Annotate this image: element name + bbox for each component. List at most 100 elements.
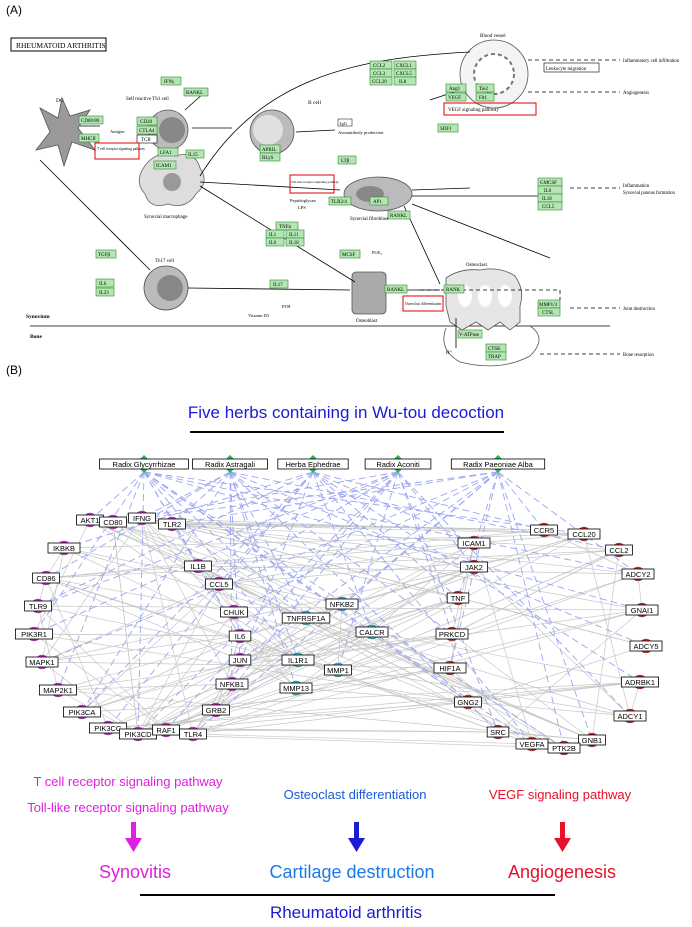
target-node: MMP13 (279, 680, 313, 696)
interaction-edge (467, 701, 631, 717)
target-node: GNB1 (578, 732, 606, 748)
herb-target-edge (41, 471, 499, 663)
herb-target-edge (112, 471, 399, 523)
target-label: TNFRSF1A (287, 614, 326, 623)
interaction-edge (297, 633, 453, 661)
interaction-edge (171, 523, 639, 575)
target-label-box (220, 606, 248, 618)
tcell-pathway-box (94, 142, 140, 160)
target-label-box (567, 528, 601, 540)
target-node: IKBKB (47, 540, 81, 556)
gene-april: APRIL (262, 148, 276, 153)
target-node: GRB2 (202, 702, 230, 718)
herb-target-edge (143, 471, 639, 575)
target-node: ADCY1 (613, 708, 647, 724)
osteoblast-cell (351, 271, 387, 315)
target-label: TLR2 (163, 520, 181, 529)
leuko-box (543, 62, 600, 73)
herb-target-edge (229, 471, 297, 689)
herb-target-edge (312, 471, 459, 599)
gene-ccl2: CCL2 (373, 64, 386, 69)
gene-boxes: CD80/86 MHCII CD28 CTLA4 TCR IFNγ RANKL … (78, 60, 563, 361)
interaction-edge (371, 631, 641, 683)
target-label: IKBKB (53, 544, 75, 553)
th17-nucleus (157, 275, 183, 301)
interaction-edge (57, 683, 233, 691)
herb-target-edge (57, 471, 145, 691)
target-label: MAPK1 (29, 658, 54, 667)
tcell-pathway-label: T cell receptor signaling pathway (97, 147, 145, 151)
target-label-box (128, 512, 156, 524)
target-label: PIK3R1 (21, 630, 47, 639)
target-label-box (63, 706, 102, 718)
gene-mmp1: MMP1/3 (539, 303, 558, 308)
gene-ctsk: CTSK (488, 347, 501, 352)
interaction-edge (239, 633, 453, 661)
gene-sdf1: SDF1 (440, 127, 452, 132)
pth-label: PTH (282, 304, 291, 309)
interaction-edge (41, 583, 220, 663)
herb-target-edge (337, 471, 399, 671)
interaction-edge (337, 603, 343, 671)
target-label: AKT1 (81, 516, 100, 525)
herb-target-edge (341, 471, 499, 605)
herb-target-edge (312, 471, 533, 745)
interaction-edge (165, 573, 639, 731)
gene-tcr: TCR (141, 138, 151, 143)
gene-il8: IL8 (399, 80, 407, 85)
target-node: TLR4 (179, 726, 207, 742)
target-node: PIK3R1 (14, 626, 54, 642)
target-node: IL6 (228, 628, 252, 644)
interaction-edge (305, 617, 593, 741)
tcell-pathway-text: T cell receptor signaling pathway (33, 774, 223, 789)
gene-flt1: Flt1 (479, 96, 488, 101)
dc-label: DC (56, 98, 64, 104)
herb-target-edge (229, 471, 233, 685)
target-node: PIK3CA (63, 704, 102, 720)
herb-label-box (450, 458, 546, 470)
herb-label: Radix Glycyrrhizae (113, 460, 176, 469)
target-label: MMP13 (283, 684, 309, 693)
gene-ltb: LTβ (341, 159, 350, 164)
herb-target-edge (239, 471, 499, 661)
interaction-edge (233, 611, 565, 749)
target-node: PRKCD (435, 626, 469, 642)
target-node: CCR5 (530, 522, 558, 538)
herb-target-edge (171, 471, 231, 525)
vitd3-label: Vitamin D3 (248, 313, 270, 318)
target-label: ADCY2 (625, 570, 650, 579)
herb-target-edge (229, 471, 299, 661)
herb-target-edge (171, 471, 499, 525)
target-node: CD86 (32, 570, 60, 586)
target-label-box (325, 598, 359, 610)
interaction-edge (239, 617, 307, 661)
target-label: CD86 (36, 574, 55, 583)
herb-target-edge (397, 471, 499, 733)
target-label-box (486, 726, 510, 738)
osteoclast-n2 (478, 285, 492, 307)
disease-label: Rheumatoid arthritis (270, 903, 422, 922)
target-label-box (279, 682, 313, 694)
herb-target-edge (37, 471, 399, 607)
herb-target-edge (215, 471, 399, 711)
interaction-edge (239, 635, 297, 689)
target-label: MAP2K1 (43, 686, 73, 695)
gene-il6c: IL6 (544, 189, 552, 194)
target-node: NFKB2 (325, 596, 359, 612)
herb-target-edge (165, 471, 399, 731)
target-node: CALCR (355, 624, 389, 640)
herb-target-edge (397, 471, 453, 635)
target-label: ADCY5 (633, 642, 658, 651)
interaction-edge (165, 566, 475, 731)
target-node: NFKB1 (215, 676, 249, 692)
target-node: PIK3CD (119, 726, 158, 742)
target-label-box (446, 592, 470, 604)
fibroblast-label: Synovial fibroblast (350, 217, 389, 222)
interaction-edge (63, 547, 307, 619)
pathway-arrows (39, 51, 620, 355)
target-node: JUN (228, 652, 252, 668)
target-label: TLR4 (184, 730, 202, 739)
gene-il17: IL17 (273, 283, 283, 288)
interaction-edge (171, 523, 647, 647)
pge2-label: PGE₂ (372, 250, 383, 255)
